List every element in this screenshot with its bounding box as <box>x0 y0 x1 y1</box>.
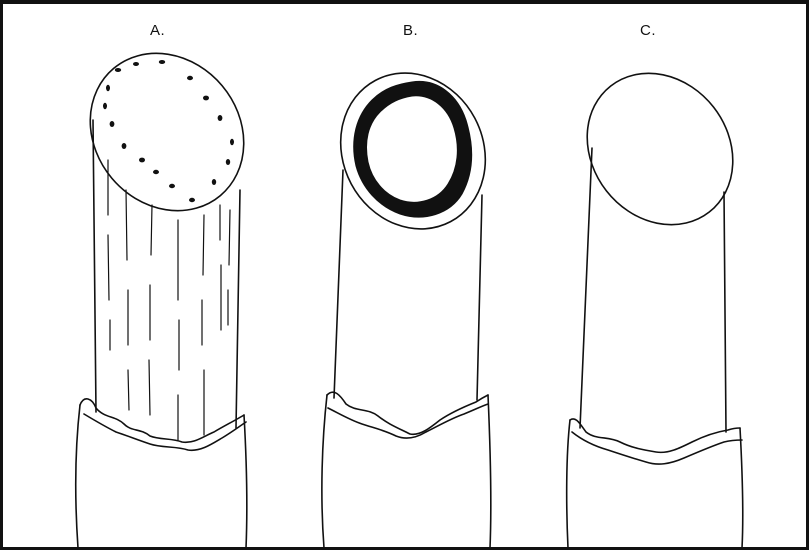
panel-a-shaft-left <box>93 120 96 412</box>
panel-b-ring <box>354 81 472 217</box>
panel-c-collar-top <box>570 419 740 452</box>
panel-b-base-right <box>488 395 491 548</box>
panel-c-shaft-left <box>580 148 592 428</box>
panel-c-shaft-right <box>724 192 726 432</box>
panel-a-bundle-dots <box>103 60 234 202</box>
panel-a-collar-bottom <box>84 414 246 450</box>
panel-b-shaft-left <box>334 170 343 398</box>
panel-b-shaft-right <box>477 195 482 400</box>
panel-a-base-right <box>244 415 247 548</box>
panel-a-stem <box>58 22 275 548</box>
panel-a-shaft-right <box>236 190 240 428</box>
panel-a-base-left <box>76 405 80 548</box>
panel-a-cut-face <box>58 22 275 242</box>
panel-c-stem <box>557 44 763 548</box>
panel-b-base-left <box>322 395 327 548</box>
panel-a-collar-top <box>80 399 244 442</box>
panel-b-cut-face <box>314 48 513 255</box>
panel-b-stem <box>314 48 513 548</box>
panel-c-base-left <box>567 420 570 548</box>
panel-c-base-right <box>740 428 743 548</box>
